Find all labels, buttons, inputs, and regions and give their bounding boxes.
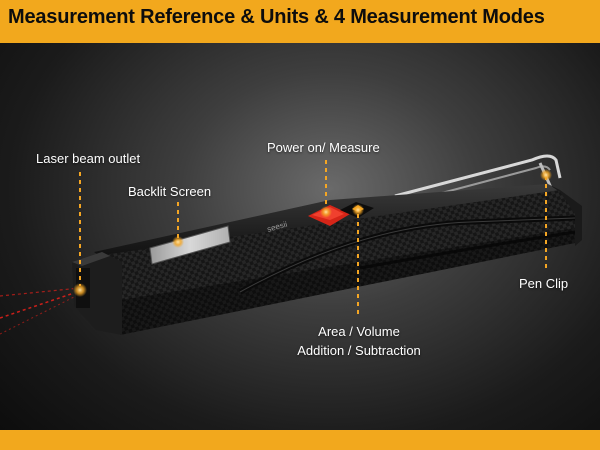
power-measure-label: Power on/ Measure: [267, 140, 380, 155]
footer-banner: [0, 430, 600, 450]
power-dot: [320, 206, 332, 218]
laser-beam: [0, 287, 81, 335]
laser-outlet-label: Laser beam outlet: [36, 151, 141, 166]
mode-label-line1: Area / Volume: [318, 324, 400, 339]
mode-dot: [352, 204, 364, 216]
title-banner: Measurement Reference & Units & 4 Measur…: [0, 0, 600, 43]
screen-dot: [172, 236, 184, 248]
pen-clip-label: Pen Clip: [519, 276, 569, 291]
callout-lines: [79, 160, 547, 316]
backlit-screen: [149, 225, 231, 265]
laser-outlet-dot: [73, 283, 87, 297]
page-title: Measurement Reference & Units & 4 Measur…: [8, 6, 545, 28]
clip-dot: [540, 169, 552, 181]
mode-label-line2: Addition / Subtraction: [297, 343, 421, 358]
callout-dots: [73, 169, 552, 297]
backlit-screen-label: Backlit Screen: [128, 184, 212, 199]
